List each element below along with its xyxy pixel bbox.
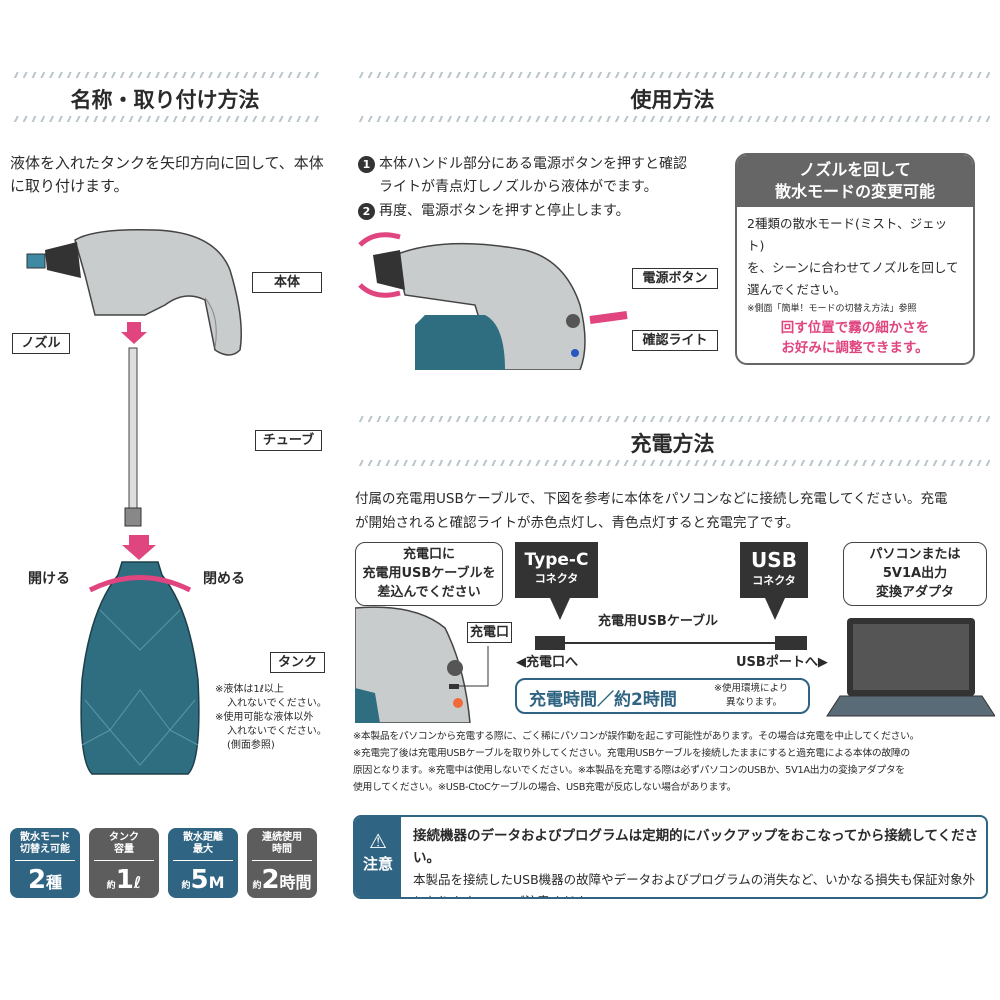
label-charging-port: 充電口 <box>467 622 512 643</box>
caution-headline: 接続機器のデータおよびプログラムは定期的にバックアップをおこなってから接続してく… <box>413 828 979 866</box>
divider <box>355 72 990 78</box>
label-tank: タンク <box>270 652 325 673</box>
label-tube: チューブ <box>255 430 322 451</box>
to-charging-port: ◀充電口へ <box>516 655 578 670</box>
spec-continuous-use: 連続使用時間約2時間 <box>247 828 317 898</box>
section-title-usage: 使用方法 <box>630 88 715 112</box>
label-indicator-light: 確認ライト <box>632 330 718 351</box>
label-body: 本体 <box>252 272 322 293</box>
divider <box>355 460 990 466</box>
intro-text: 液体を入れたタンクを矢印方向に回して、本体に取り付けます。 <box>10 154 324 195</box>
mode-info-highlight: 回す位置で霧の細かさをお好みに調整できます。 <box>780 320 930 356</box>
divider <box>10 72 320 78</box>
section-title-charging: 充電方法 <box>630 432 715 456</box>
mode-info-title: ノズルを回して散水モードの変更可能 <box>737 155 973 207</box>
tank-illustration <box>80 535 200 775</box>
spec-spray-distance: 散水距離最大約5M <box>168 828 238 898</box>
charging-illustration <box>355 598 995 723</box>
charging-notes: ※本製品をパソコンから充電する際に、ごく稀にパソコンが誤作動を起こす可能性があり… <box>353 731 920 793</box>
label-open: 開ける <box>28 571 70 587</box>
spray-gun-illustration <box>26 228 242 527</box>
divider <box>355 116 990 122</box>
label-nozzle: ノズル <box>12 333 70 354</box>
section-title-parts: 名称・取り付け方法 <box>70 88 260 112</box>
mode-info-box: ノズルを回して散水モードの変更可能 2種類の散水モード(ミスト、ジェット)を、シ… <box>735 153 975 365</box>
charging-time-box: 充電時間／約2時間 ※使用環境により異なります。 <box>515 678 810 714</box>
label-power-button: 電源ボタン <box>632 268 718 289</box>
to-usb-port: USBポートへ▶ <box>736 655 828 670</box>
caution-box: ⚠ 注意 接続機器のデータおよびプログラムは定期的にバックアップをおこなってから… <box>353 815 988 899</box>
warning-icon: ⚠ <box>369 829 387 853</box>
divider <box>10 116 320 122</box>
spec-tank-capacity: タンク容量約1ℓ <box>89 828 159 898</box>
cable-label: 充電用USBケーブル <box>598 614 719 629</box>
divider <box>355 416 990 422</box>
callout-insert-cable: 充電口に充電用USBケーブルを差込んでください <box>355 542 503 606</box>
label-close: 閉める <box>203 571 245 587</box>
charging-intro: 付属の充電用USBケーブルで、下図を参考に本体をパソコンなどに接続し充電してくだ… <box>355 491 948 531</box>
tank-notes: ※液体は1ℓ以上入れないでください。※使用可能な液体以外入れないでください。(側… <box>215 684 327 751</box>
usage-illustration <box>358 232 628 370</box>
